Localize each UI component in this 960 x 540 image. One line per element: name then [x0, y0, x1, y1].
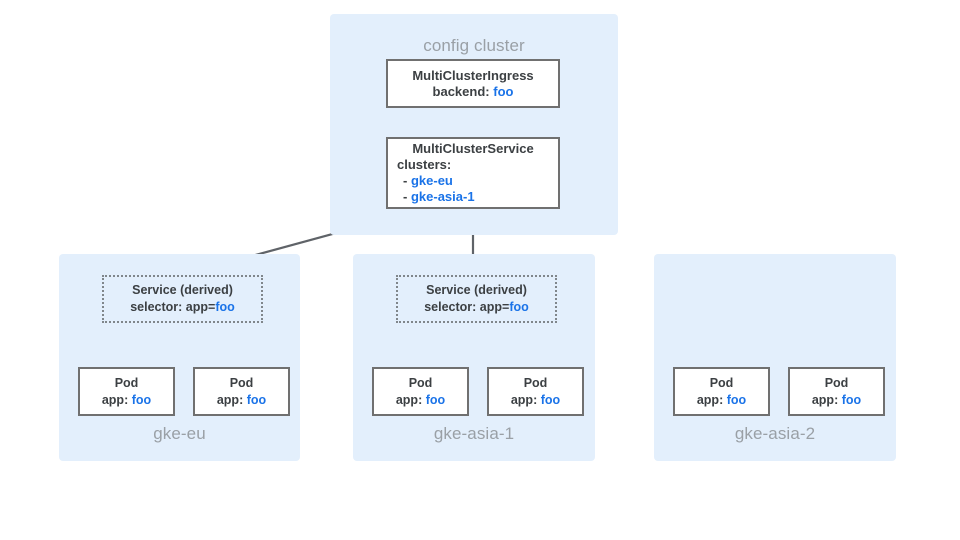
node-pod[interactable]: Pod app: foo — [193, 367, 290, 416]
derived-service-title: Service (derived) — [132, 283, 233, 297]
pod-app-value: foo — [131, 392, 152, 407]
node-pod[interactable]: Pod app: foo — [372, 367, 469, 416]
list-dash: - — [403, 189, 408, 204]
pod-app-value: foo — [540, 392, 561, 407]
node-pod[interactable]: Pod app: foo — [788, 367, 885, 416]
node-derived-service-gke-eu[interactable]: Service (derived) selector: app=foo — [102, 275, 263, 323]
panel-title-gke-eu: gke-eu — [153, 424, 206, 443]
pod-app-value: foo — [246, 392, 267, 407]
multiclusterservice-cluster-value: gke-asia-1 — [410, 189, 475, 204]
panel-cluster-gke-eu: gke-eu — [59, 254, 300, 461]
pod-app-label: app: — [811, 392, 839, 407]
pod-title: Pod — [523, 375, 548, 390]
panel-cluster-gke-asia-2: gke-asia-2 — [654, 254, 896, 461]
pod-app: app: foo — [217, 392, 266, 409]
multiclusteringress-backend-value: foo — [493, 83, 514, 99]
pod-app-label: app: — [101, 392, 129, 407]
pod-app-label: app: — [216, 392, 244, 407]
derived-service-title: Service (derived) — [426, 283, 527, 297]
panel-cluster-gke-asia-1: gke-asia-1 — [353, 254, 595, 461]
pod-app-value: foo — [425, 392, 446, 407]
derived-service-selector-label: selector: app= — [130, 300, 216, 314]
pod-app-value: foo — [841, 392, 862, 407]
node-pod[interactable]: Pod app: foo — [487, 367, 584, 416]
node-pod[interactable]: Pod app: foo — [673, 367, 770, 416]
node-derived-service-gke-asia-1[interactable]: Service (derived) selector: app=foo — [396, 275, 557, 323]
panel-title-gke-asia-1: gke-asia-1 — [433, 424, 515, 443]
multiclusterservice-kind: MultiClusterService — [412, 141, 534, 156]
list-dash: - — [403, 173, 408, 188]
pod-app-label: app: — [696, 392, 724, 407]
derived-service-selector-label: selector: app= — [424, 300, 510, 314]
multiclusterservice-cluster-item: - gke-asia-1 — [388, 189, 558, 205]
pod-app-label: app: — [510, 392, 538, 407]
node-pod[interactable]: Pod app: foo — [78, 367, 175, 416]
panel-title-gke-asia-2: gke-asia-2 — [734, 424, 816, 443]
pod-app: app: foo — [697, 392, 746, 409]
derived-service-selector: selector: app=foo — [130, 299, 235, 316]
node-multiclusteringress[interactable]: MultiClusterIngress backend: foo — [386, 59, 560, 108]
pod-app-label: app: — [395, 392, 423, 407]
multiclusteringress-kind: MultiClusterIngress — [412, 67, 534, 83]
pod-title: Pod — [824, 375, 849, 390]
panel-config-cluster: config cluster — [330, 14, 618, 235]
pod-title: Pod — [709, 375, 734, 390]
derived-service-selector: selector: app=foo — [424, 299, 529, 316]
pod-app-value: foo — [726, 392, 747, 407]
pod-app: app: foo — [396, 392, 445, 409]
node-multiclusterservice[interactable]: MultiClusterService clusters: - gke-eu -… — [386, 137, 560, 209]
pod-app: app: foo — [102, 392, 151, 409]
pod-title: Pod — [408, 375, 433, 390]
pod-title: Pod — [114, 375, 139, 390]
multiclusteringress-backend: backend: foo — [388, 84, 558, 100]
pod-app: app: foo — [812, 392, 861, 409]
panel-title-config-cluster: config cluster — [423, 36, 525, 55]
multiclusterservice-clusters-label: clusters: — [397, 157, 452, 172]
multiclusterservice-cluster-item: - gke-eu — [388, 173, 558, 189]
multiclusteringress-backend-label: backend: — [432, 83, 490, 99]
derived-service-selector-value: foo — [509, 300, 529, 314]
derived-service-selector-value: foo — [215, 300, 235, 314]
multiclusterservice-cluster-value: gke-eu — [410, 173, 453, 188]
pod-title: Pod — [229, 375, 254, 390]
pod-app: app: foo — [511, 392, 560, 409]
